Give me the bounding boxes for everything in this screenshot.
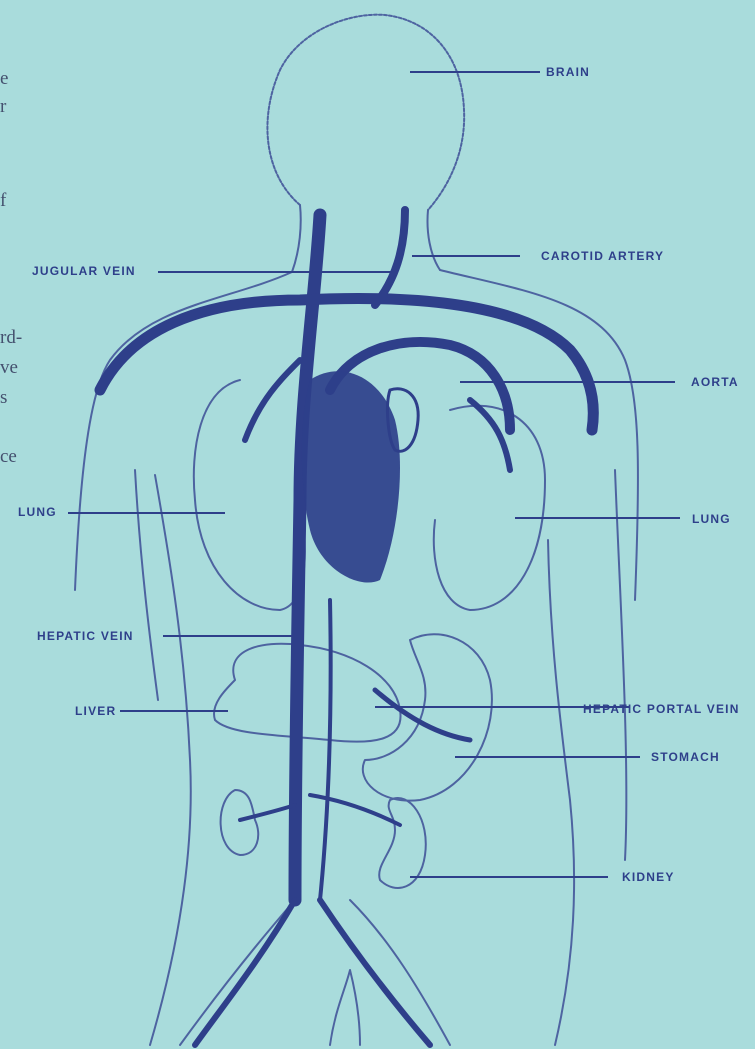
label-liver: LIVER [75, 704, 116, 718]
label-hepatic-vein: HEPATIC VEIN [37, 629, 134, 643]
leg-inner [330, 970, 360, 1045]
margin-fragment: s [0, 387, 7, 409]
torso-right [548, 540, 574, 1045]
label-stomach: STOMACH [651, 750, 720, 764]
leg-left [180, 900, 295, 1045]
leg-right [350, 900, 450, 1045]
iliac-left [195, 900, 295, 1045]
label-carotid-artery: CAROTID ARTERY [541, 249, 664, 263]
margin-fragment: rd- [0, 327, 22, 349]
lung-right-outline [434, 406, 545, 610]
liver-outline [214, 644, 401, 742]
head-outline [267, 15, 464, 210]
label-jugular-vein: JUGULAR VEIN [32, 264, 136, 278]
neck-left [292, 205, 301, 272]
margin-fragment: ve [0, 357, 18, 379]
kidney-right-outline [379, 798, 426, 888]
shoulder-right [440, 270, 638, 600]
iliac-right [320, 900, 430, 1045]
margin-fragment: e [0, 68, 8, 90]
margin-fragment: r [0, 96, 6, 118]
neck-right [428, 210, 441, 270]
kidney-left-outline [221, 790, 259, 855]
label-aorta: AORTA [691, 375, 739, 389]
label-lung-right: LUNG [692, 512, 731, 526]
heart-shape [302, 371, 400, 582]
label-kidney: KIDNEY [622, 870, 675, 884]
margin-fragment: ce [0, 446, 17, 468]
descending-aorta [320, 600, 331, 900]
stomach-outline [363, 634, 492, 800]
renal-right [310, 795, 400, 825]
lung-left-outline [194, 380, 305, 610]
label-brain: BRAIN [546, 65, 590, 79]
label-lung-left: LUNG [18, 505, 57, 519]
arm-inner-right [615, 470, 626, 860]
renal-left [240, 805, 295, 820]
label-hepatic-portal-vein: HEPATIC PORTAL VEIN [583, 702, 740, 716]
arm-inner-left [135, 470, 158, 700]
pulmonary-left [245, 360, 300, 440]
torso-left [150, 475, 191, 1045]
margin-fragment: f [0, 190, 6, 212]
carotid-left [375, 210, 405, 305]
